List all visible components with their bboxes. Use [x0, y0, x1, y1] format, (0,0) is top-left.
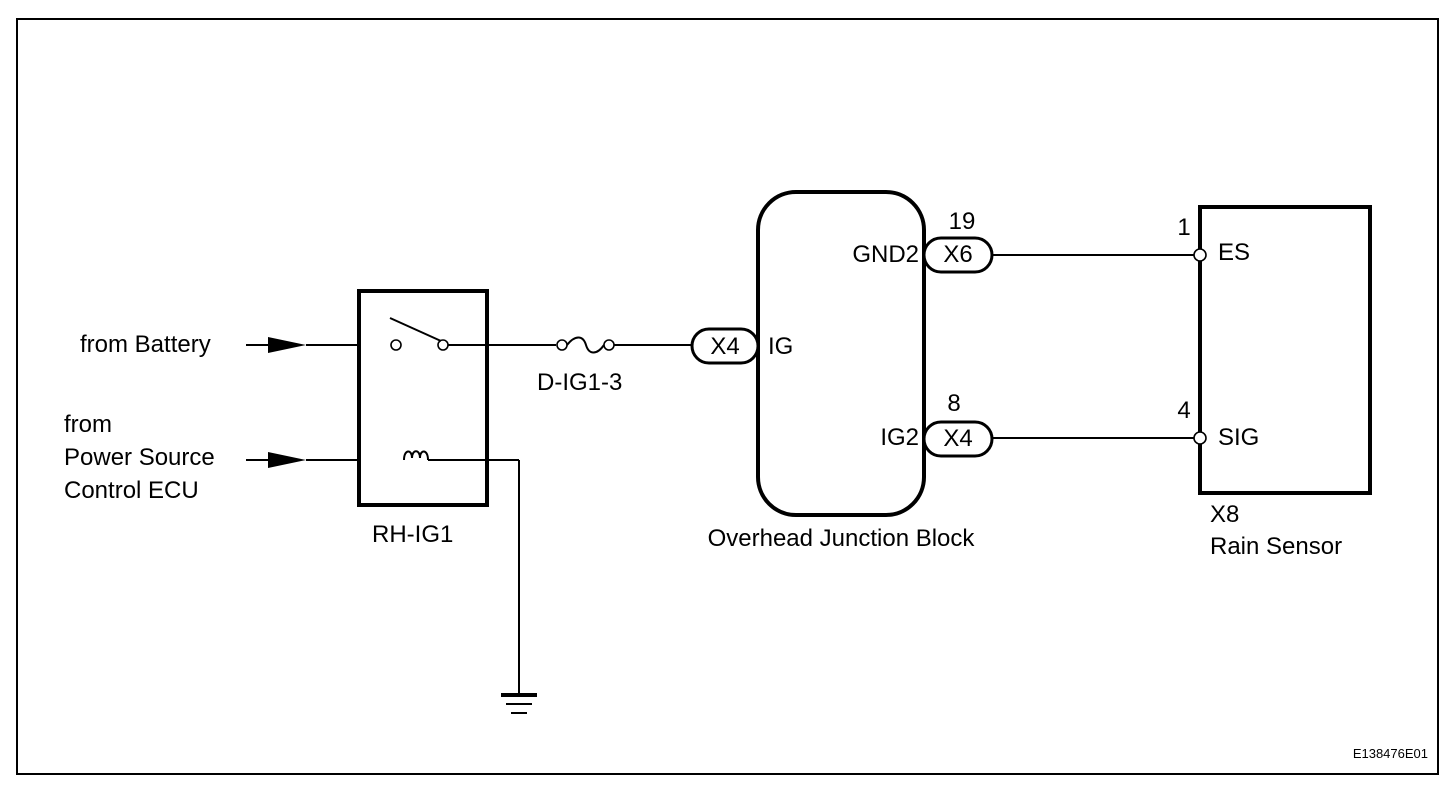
gnd2-terminal-label: GND2	[852, 241, 919, 268]
rain-sensor-label: Rain Sensor	[1210, 533, 1342, 560]
fuse-label: D-IG1-3	[537, 369, 622, 396]
gnd2-pin-number: 19	[949, 208, 976, 235]
ecu-input-arrow	[246, 452, 306, 468]
rain-sensor-box	[1198, 205, 1372, 495]
sig-terminal-label: SIG	[1218, 424, 1259, 451]
ig2-connector-label: X4	[943, 425, 972, 452]
from-ecu-label-line2: Power Source	[64, 444, 215, 471]
junction-block-box	[756, 190, 926, 517]
from-ecu-label-line1: from	[64, 411, 112, 438]
es-pin-number: 1	[1177, 214, 1190, 241]
from-battery-label: from Battery	[80, 331, 211, 358]
ground-icon	[501, 693, 537, 714]
ig-connector-label: X4	[710, 333, 739, 360]
sig-pin	[1193, 431, 1207, 445]
es-pin	[1193, 248, 1207, 262]
ig2-terminal-label: IG2	[880, 424, 919, 451]
battery-input-arrow	[246, 337, 306, 353]
relay-switch-contact	[389, 317, 449, 351]
from-ecu-label-line3: Control ECU	[64, 477, 199, 504]
junction-block-label: Overhead Junction Block	[708, 525, 976, 552]
ig2-pin-number: 8	[947, 390, 960, 417]
gnd2-connector-label: X6	[943, 241, 972, 268]
diagram-frame	[16, 18, 1439, 775]
rain-sensor-connector-label: X8	[1210, 501, 1239, 528]
ig-terminal-label: IG	[768, 333, 793, 360]
relay-box	[357, 289, 489, 507]
sig-pin-number: 4	[1177, 397, 1190, 424]
fuse-icon	[556, 336, 615, 354]
relay-coil	[403, 450, 429, 461]
ig-connector	[690, 327, 760, 365]
figure-id: E138476E01	[1353, 746, 1428, 761]
relay-label: RH-IG1	[372, 521, 453, 548]
es-terminal-label: ES	[1218, 239, 1250, 266]
